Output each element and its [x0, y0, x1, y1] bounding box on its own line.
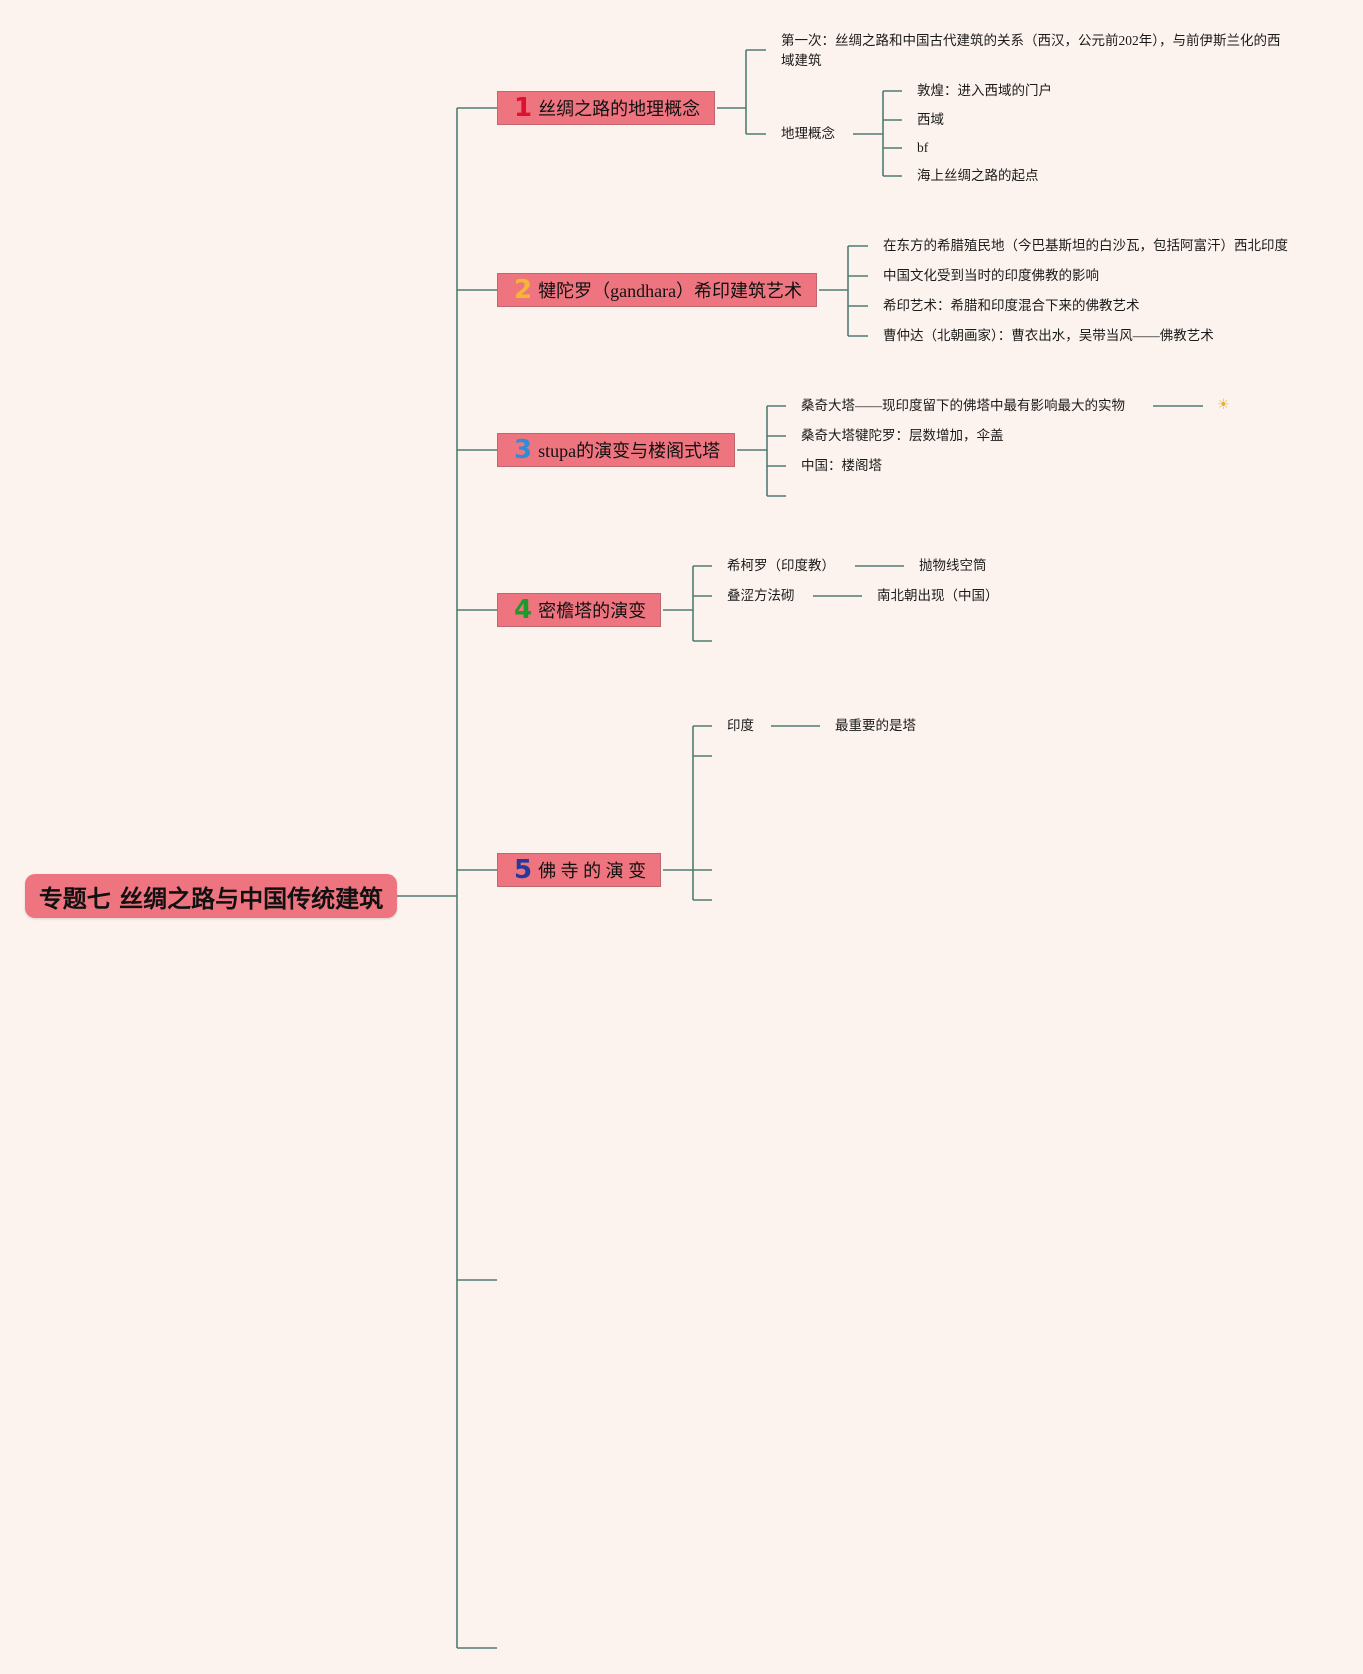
topic-2-label: 犍陀罗（gandhara）希印建筑艺术 [538, 281, 803, 301]
topic-2-sub-3[interactable]: 希印艺术：希腊和印度混合下来的佛教艺术 [883, 298, 1140, 313]
topic-1-sub-2[interactable]: 地理概念 [781, 126, 835, 141]
topic-2-node[interactable]: 2 犍陀罗（gandhara）希印建筑艺术 [497, 273, 818, 307]
topic-1-leaf-3[interactable]: bf [917, 140, 929, 155]
topic-2-sub-4[interactable]: 曹仲达（北朝画家）：曹衣出水，吴带当风——佛教艺术 [883, 328, 1214, 343]
topic-4-sub-2[interactable]: 叠涩方法砌 [727, 588, 795, 603]
topic-1-label: 丝绸之路的地理概念 [538, 99, 701, 119]
topic-3-sub-2[interactable]: 桑奇大塔犍陀罗：层数增加，伞盖 [801, 428, 1004, 443]
topic-3-node[interactable]: 3 stupa的演变与楼阁式塔 [497, 433, 736, 467]
sun-icon: ☀ [1217, 397, 1230, 413]
topic-4-node[interactable]: 4 密檐塔的演变 [497, 593, 662, 627]
topic-4-sub-1[interactable]: 希柯罗（印度教） [727, 558, 835, 573]
topic-2-sub-1[interactable]: 在东方的希腊殖民地（今巴基斯坦的白沙瓦，包括阿富汗）西北印度 [883, 238, 1288, 253]
topic-1-leaf-2[interactable]: 西域 [917, 112, 944, 127]
topic-1-sub-1[interactable]: 第一次：丝绸之路和中国古代建筑的关系（西汉，公元前202年），与前伊斯兰化的西域… [781, 33, 1281, 68]
root-node[interactable]: 专题七 丝绸之路与中国传统建筑 [25, 874, 397, 918]
topic-2-sub-2[interactable]: 中国文化受到当时的印度佛教的影响 [883, 268, 1099, 283]
topic-1-leaf-1[interactable]: 敦煌：进入西域的门户 [917, 83, 1052, 98]
topic-3-number: 3 [514, 435, 533, 465]
topic-1-node[interactable]: 1 丝绸之路的地理概念 [497, 91, 716, 125]
topic-3-label: stupa的演变与楼阁式塔 [538, 441, 721, 461]
topic-1-leaf-4[interactable]: 海上丝绸之路的起点 [917, 168, 1039, 183]
topic-5-label: 佛 寺 的 演 变 [538, 861, 647, 881]
topic-4-number: 4 [514, 595, 533, 625]
root-title: 专题七 丝绸之路与中国传统建筑 [38, 884, 384, 913]
topic-3-sub-3[interactable]: 中国：楼阁塔 [801, 458, 882, 473]
topic-4-leaf-1[interactable]: 抛物线空筒 [919, 558, 987, 573]
topic-2-number: 2 [514, 275, 533, 305]
topic-4-label: 密檐塔的演变 [538, 601, 647, 621]
topic-5-node[interactable]: 5 佛 寺 的 演 变 [497, 853, 662, 887]
topic-3-sub-1[interactable]: 桑奇大塔——现印度留下的佛塔中最有影响最大的实物 [801, 398, 1125, 413]
topic-5-sub-1[interactable]: 印度 [727, 718, 754, 733]
topic-5-leaf-1[interactable]: 最重要的是塔 [835, 718, 916, 733]
topic-1-number: 1 [514, 93, 533, 123]
topic-5-number: 5 [514, 855, 533, 885]
topic-4-leaf-2[interactable]: 南北朝出现（中国） [877, 588, 999, 603]
